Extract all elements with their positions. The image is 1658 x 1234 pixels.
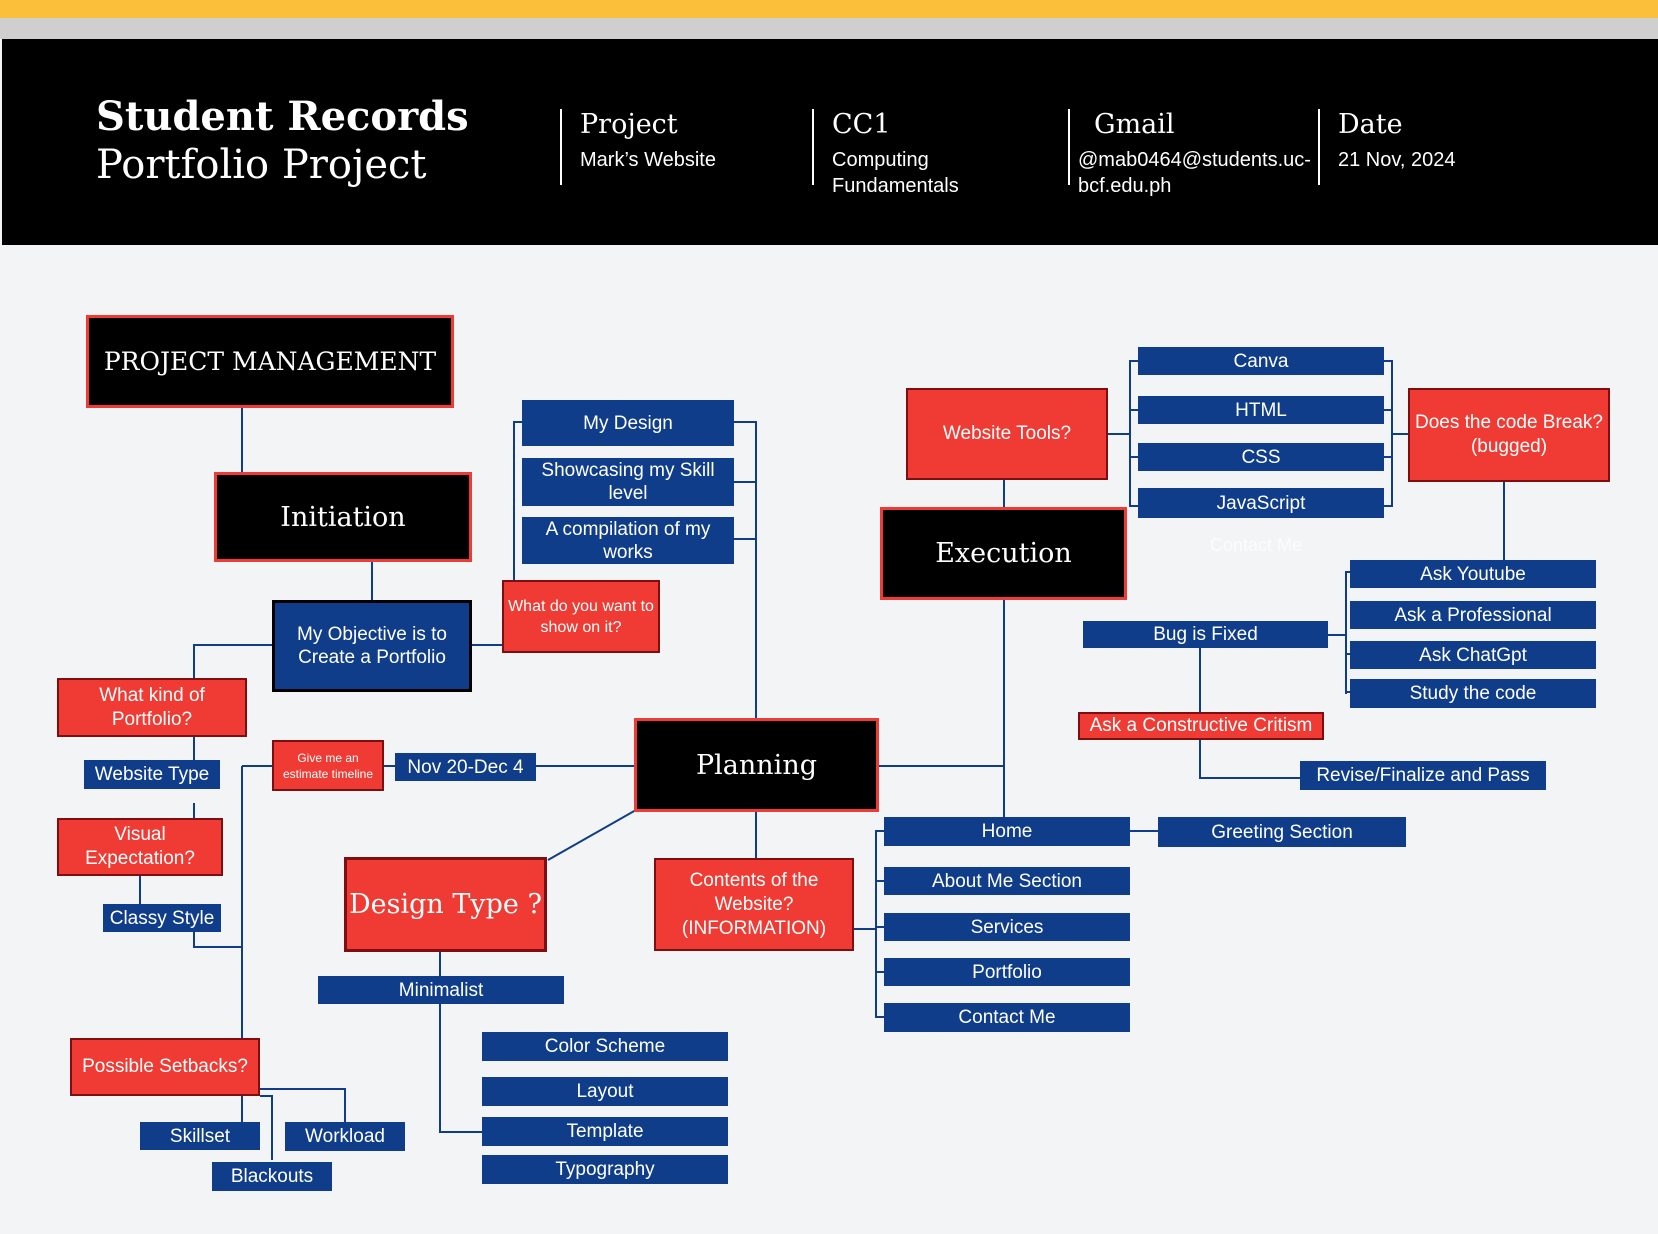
typography-node[interactable]: Typography bbox=[482, 1155, 728, 1184]
canva-node[interactable]: Canva bbox=[1138, 347, 1384, 375]
gmail-label: Gmail bbox=[1094, 109, 1175, 140]
constructive-critism-node[interactable]: Ask a Constructive Critism bbox=[1078, 712, 1324, 740]
ask-chatgpt-node[interactable]: Ask ChatGpt bbox=[1350, 641, 1596, 669]
workload-node[interactable]: Workload bbox=[285, 1122, 405, 1151]
contents-node[interactable]: Contents of the Website? (INFORMATION) bbox=[654, 858, 854, 951]
course-value: Computing Fundamentals bbox=[832, 149, 959, 197]
css-node[interactable]: CSS bbox=[1138, 443, 1384, 471]
initiation-node[interactable]: Initiation bbox=[214, 472, 472, 562]
study-code-node[interactable]: Study the code bbox=[1350, 679, 1596, 708]
project-value: Mark’s Website bbox=[580, 149, 716, 171]
date-column: Date 21 Nov, 2024 bbox=[1318, 109, 1538, 185]
contact-me-node[interactable]: Contact Me bbox=[884, 1003, 1130, 1032]
planning-node[interactable]: Planning bbox=[634, 718, 879, 812]
faint-contact-me-text: Contact Me bbox=[1210, 535, 1303, 555]
greeting-section-node[interactable]: Greeting Section bbox=[1158, 817, 1406, 847]
what-kind-portfolio-node[interactable]: What kind of Portfolio? bbox=[57, 678, 247, 737]
skillset-node[interactable]: Skillset bbox=[140, 1122, 260, 1150]
possible-setbacks-node[interactable]: Possible Setbacks? bbox=[70, 1038, 260, 1096]
bug-fixed-node[interactable]: Bug is Fixed bbox=[1083, 621, 1328, 648]
color-scheme-node[interactable]: Color Scheme bbox=[482, 1032, 728, 1061]
revise-finalize-node[interactable]: Revise/Finalize and Pass bbox=[1300, 761, 1546, 790]
design-type-node[interactable]: Design Type ? bbox=[344, 857, 547, 952]
page-title: Student Records Portfolio Project bbox=[96, 93, 469, 189]
website-type-node[interactable]: Website Type bbox=[84, 760, 220, 789]
home-node[interactable]: Home bbox=[884, 817, 1130, 846]
top-banner bbox=[0, 0, 1658, 18]
layout-node[interactable]: Layout bbox=[482, 1077, 728, 1106]
project-column: Project Mark’s Website bbox=[560, 109, 780, 185]
template-node[interactable]: Template bbox=[482, 1117, 728, 1146]
date-value: 21 Nov, 2024 bbox=[1338, 149, 1456, 171]
what-show-node[interactable]: What do you want to show on it? bbox=[502, 580, 660, 653]
visual-expectation-node[interactable]: Visual Expectation? bbox=[57, 818, 223, 876]
classy-style-node[interactable]: Classy Style bbox=[103, 904, 221, 932]
gmail-column: Gmail @mab0464@students.uc-bcf.edu.ph bbox=[1068, 109, 1318, 197]
ask-professional-node[interactable]: Ask a Professional bbox=[1350, 601, 1596, 629]
gmail-value: @mab0464@students.uc-bcf.edu.ph bbox=[1078, 149, 1311, 197]
header: Student Records Portfolio Project Projec… bbox=[2, 39, 1658, 245]
my-design-node[interactable]: My Design bbox=[522, 400, 734, 446]
does-code-break-node[interactable]: Does the code Break? (bugged) bbox=[1408, 388, 1610, 482]
title-line-2: Portfolio Project bbox=[96, 142, 427, 188]
title-line-1: Student Records bbox=[96, 93, 469, 140]
html-node[interactable]: HTML bbox=[1138, 396, 1384, 424]
minimalist-node[interactable]: Minimalist bbox=[318, 976, 564, 1004]
javascript-node[interactable]: JavaScript bbox=[1138, 488, 1384, 518]
website-tools-node[interactable]: Website Tools? bbox=[906, 388, 1108, 480]
date-label: Date bbox=[1338, 109, 1403, 140]
course-label: CC1 bbox=[832, 109, 891, 140]
showcasing-node[interactable]: Showcasing my Skill level bbox=[522, 458, 734, 506]
about-me-node[interactable]: About Me Section bbox=[884, 867, 1130, 895]
nov-dec-node[interactable]: Nov 20-Dec 4 bbox=[395, 753, 536, 781]
toolbar-strip bbox=[0, 18, 1658, 39]
blackouts-node[interactable]: Blackouts bbox=[212, 1162, 332, 1191]
objective-node[interactable]: My Objective is to Create a Portfolio bbox=[272, 600, 472, 692]
compilation-node[interactable]: A compilation of my works bbox=[522, 517, 734, 564]
project-label: Project bbox=[580, 109, 678, 140]
ask-youtube-node[interactable]: Ask Youtube bbox=[1350, 560, 1596, 588]
portfolio-node[interactable]: Portfolio bbox=[884, 958, 1130, 986]
services-node[interactable]: Services bbox=[884, 913, 1130, 941]
course-column: CC1 Computing Fundamentals bbox=[812, 109, 992, 197]
estimate-timeline-node[interactable]: Give me an estimate timeline bbox=[272, 740, 384, 791]
execution-node[interactable]: Execution bbox=[880, 507, 1127, 600]
project-management-node[interactable]: PROJECT MANAGEMENT bbox=[86, 315, 454, 408]
